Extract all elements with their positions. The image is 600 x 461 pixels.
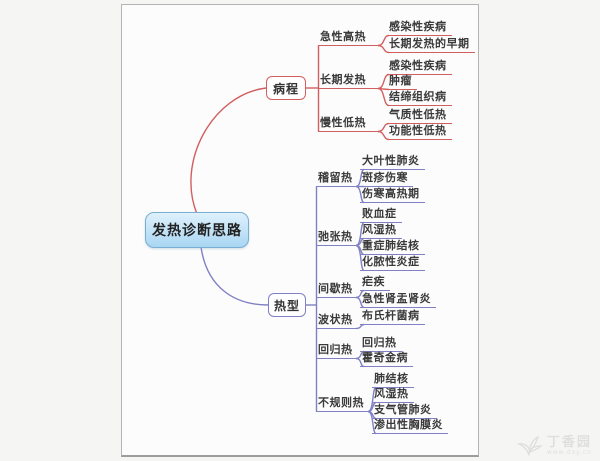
leaf-tumor[interactable]: 肿瘤 — [387, 72, 417, 90]
subtopic-intermittent-fever[interactable]: 间歇热 — [316, 280, 358, 298]
root-topic[interactable]: 发热诊断思路 — [145, 212, 249, 248]
leaf-typhoid-high-stage[interactable]: 伤寒高热期 — [360, 185, 425, 203]
leaf-bronchopneumonia[interactable]: 支气管肺炎 — [372, 401, 437, 419]
leaf-hodgkin-disease[interactable]: 霍奇金病 — [360, 349, 413, 367]
branch-fever-type[interactable]: 热型 — [268, 293, 306, 317]
subtopic-irregular-fever[interactable]: 不规则热 — [316, 394, 369, 412]
leaf-acute-pyelonephritis[interactable]: 急性肾盂肾炎 — [360, 290, 436, 308]
leaf-relapsing-fever[interactable]: 回归热 — [360, 334, 402, 352]
subtopic-acute-high-fever[interactable]: 急性高热 — [318, 28, 378, 46]
leaf-malaria[interactable]: 疟疾 — [360, 273, 390, 291]
subtopic-undulant-fever[interactable]: 波状热 — [316, 311, 358, 329]
leaf-suppurative-inflammation[interactable]: 化脓性炎症 — [360, 253, 425, 271]
subtopic-continued-fever[interactable]: 稽留热 — [316, 169, 358, 187]
watermark: 丁香园 www.dxy.cn — [516, 434, 592, 457]
leaf-pulmonary-tb[interactable]: 肺结核 — [372, 370, 414, 388]
leaf-early-long-term-fever[interactable]: 长期发热的早期 — [387, 35, 475, 53]
leaf-septicemia[interactable]: 败血症 — [360, 205, 402, 223]
subtopic-remittent-fever[interactable]: 弛张热 — [316, 228, 358, 246]
leaf-rheumatic-fever-1[interactable]: 风湿热 — [360, 221, 402, 239]
leaf-lobar-pneumonia[interactable]: 大叶性肺炎 — [360, 152, 425, 170]
watermark-text: 丁香园 www.dxy.cn — [546, 434, 592, 457]
leaf-infectious-disease-1[interactable]: 感染性疾病 — [387, 18, 452, 36]
leaf-rheumatic-fever-2[interactable]: 风湿热 — [372, 385, 414, 403]
leaf-brucellosis[interactable]: 布氏杆菌病 — [360, 307, 425, 325]
dxy-leaf-icon — [516, 435, 543, 456]
leaf-severe-tb[interactable]: 重症肺结核 — [360, 237, 425, 255]
leaf-connective-tissue[interactable]: 结缔组织病 — [387, 88, 452, 106]
leaf-functional-low-fever[interactable]: 功能性低热 — [387, 122, 452, 140]
subtopic-chronic-low-fever[interactable]: 慢性低热 — [318, 114, 378, 132]
branch-course[interactable]: 病程 — [266, 76, 306, 100]
leaf-exudative-pleurisy[interactable]: 渗出性胸膜炎 — [372, 416, 448, 434]
watermark-url: www.dxy.cn — [546, 448, 592, 456]
leaf-typhus[interactable]: 斑疹伤寒 — [360, 169, 413, 187]
leaf-infectious-disease-2[interactable]: 感染性疾病 — [387, 57, 452, 75]
subtopic-relapsing-fever[interactable]: 回归热 — [316, 341, 358, 359]
watermark-brand: 丁香园 — [546, 434, 592, 450]
subtopic-long-term-fever[interactable]: 长期发热 — [318, 71, 378, 89]
leaf-organic-low-fever[interactable]: 气质性低热 — [387, 106, 452, 124]
